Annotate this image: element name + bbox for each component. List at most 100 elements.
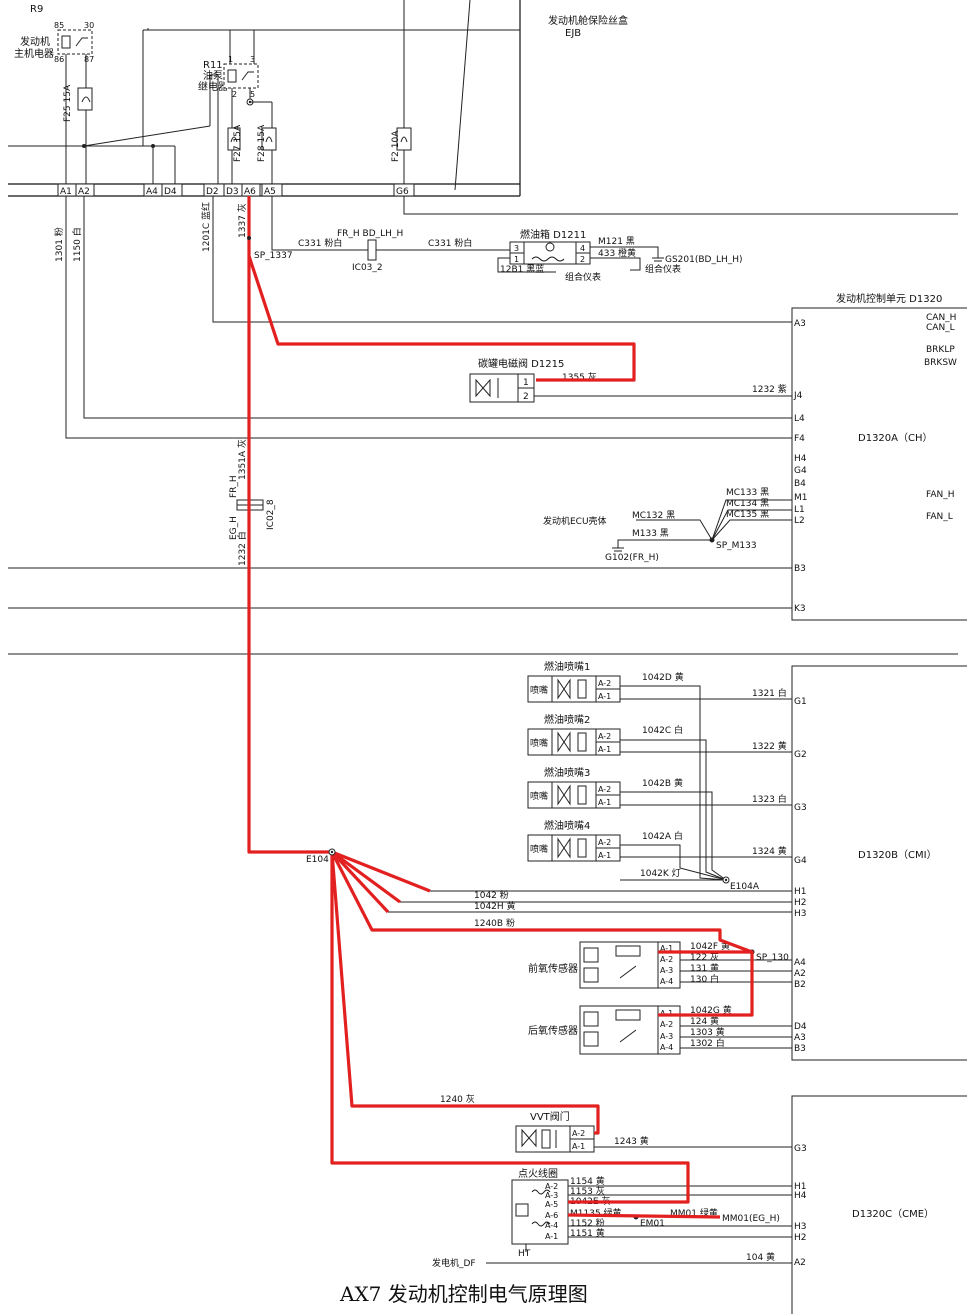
fuel-pump-pin-1: 1 [514,255,519,264]
injector-title: 燃油喷嘴4 [544,819,590,832]
ecu-b-pin-a2: A2 [794,969,806,979]
generator: 发电机_DF 104 黄 [432,1251,792,1269]
fuel-pump-pin-2: 2 [580,255,585,264]
fuse-f2-label: F2 10A [391,130,401,162]
injector-pin-a1: A-1 [598,745,611,754]
ecu-part-c-label: D1320C（CME） [852,1208,934,1220]
relay-r11-name-2: 继电器 [198,80,228,93]
front-o2-pin-3: A-3 [660,966,673,975]
ecu-c-pin-h2: H2 [794,1233,807,1243]
wire-m133-label: M133 黑 [632,528,669,539]
ecu-part-a: 发动机控制单元 D1320 D1320A（CH） CAN_H CAN_L BRK… [8,292,967,655]
ecu-b-pin-h3: H3 [794,909,807,919]
coil-pin-a6: A-6 [545,1211,558,1220]
cluster-label-2: 组合仪表 [565,271,601,283]
relay-r9-pin-87: 87 [84,55,94,64]
fuse-box: 发动机舱保险丝盒 EJB A1 A2 A4 D4 D2 D3 A6 A5 G6 [8,0,628,197]
ecu-b-pin-g2: G2 [794,750,807,760]
injector-pin-a2: A-2 [598,838,611,847]
coil-wire-1154: 1154 黄 [570,1175,605,1187]
ecu-a-pin-l4: L4 [794,414,805,424]
splice-sp130-label: SP_130 [756,953,789,963]
vvt-valve: VVT阀门 A-2 A-1 1243 黄 1240 灰 [440,1093,792,1153]
relay-r11-pin-1: 1 [228,55,233,64]
front-o2-wire-2: 122 灰 [690,951,719,963]
ecu-c-pin-g3: G3 [794,1144,807,1154]
wire-1243-label: 1243 黄 [614,1135,649,1147]
rear-o2-wire-2: 124 黄 [690,1015,719,1027]
fuse-pin-a5: A5 [264,187,276,197]
ecu-a-pin-j4: J4 [793,391,803,401]
ecu-b-pin-a3: A3 [794,1033,806,1043]
cluster-label-1: 组合仪表 [645,263,681,275]
rear-o2-wire-4: 1302 白 [690,1037,725,1049]
relay-r9-pin-85: 85 [54,21,64,30]
wire-1232-purple-label: 1232 紫 [752,384,787,395]
injector-pin-a2: A-2 [598,732,611,741]
coil-pin-a4: A-4 [545,1221,558,1230]
wire-1301-label: 1301 粉 [53,227,65,262]
ground-gs201-label: GS201(BD_LH_H) [665,255,743,265]
relay-r9-name-1: 发动机 [20,35,50,48]
fuel-pump-pin-4: 4 [580,244,585,253]
canister-title: 碳罐电磁阀 D1215 [478,357,564,370]
wire-mc134-label: MC134 黑 [726,498,769,509]
injector-pin-a1: A-1 [598,851,611,860]
ecu-b-pin-h1: H1 [794,887,807,897]
injector-pin-a1: A-1 [598,692,611,701]
connector-ic02-label: IC02_8 [266,499,276,530]
pump-relay-r11: R11 油泵 继电器 1 3 2 5 F27 15A F28 15A [142,28,520,184]
wire-1042k-label: 1042K 灯 [640,868,681,879]
wire-1240b-label: 1240B 粉 [474,917,515,929]
injector-signal-label: 1324 黄 [752,845,787,857]
fuse-pin-d2: D2 [206,187,219,197]
diagram-caption: AX7 发动机控制电气原理图 [339,1282,588,1306]
ecu-part-a-label: D1320A（CH） [858,432,933,444]
coil-pin-a2: A-2 [545,1182,558,1191]
main-feed-labels: 1042 粉 1042H 黄 1240B 粉 E104 [306,855,792,929]
ecu-c-pin-h1: H1 [794,1182,807,1192]
ecu-a-pin-f4: F4 [794,434,805,444]
highlighted-circuit: SP_1337 [247,196,754,1219]
ecu-part-b: D1320B（CMI） G1 G2 G3 G4 H1 H2 H3 A4 A2 B… [791,665,967,1061]
wire-1240-label: 1240 灰 [440,1093,475,1105]
ecu-part-b-label: D1320B（CMI） [858,849,937,861]
front-o2-wire-3: 131 黄 [690,962,719,974]
wire-12b1-label: 12B1 黑蓝 [500,263,544,275]
wire-1337-label: 1337 灰 [236,203,248,238]
relay-r11-pin-5: 5 [250,90,255,99]
ecu-fan-l-label: FAN_L [926,512,953,522]
coil-pin-a3: A-3 [545,1191,558,1200]
rear-o2-wire-1: 1042G 黄 [690,1004,732,1016]
front-o2-wire-4: 130 白 [690,973,719,985]
wire-1042h-label: 1042H 黄 [474,900,516,912]
connector-eg-h-label: EG_H [229,516,239,540]
wire-c331-left-label: C331 粉白 [298,237,342,249]
rear-o2-pin-2: A-2 [660,1020,673,1029]
wire-1201c-label: 1201C 蓝红 [200,202,212,252]
coil-wire-1151: 1151 黄 [570,1227,605,1239]
wire-1150-label: 1150 白 [71,227,83,262]
splice-e104a-label: E104A [730,882,760,892]
splice-e104-label: E104 [306,855,329,865]
coil-ht-label: HT [518,1249,531,1259]
rear-o2-wire-3: 1303 黄 [690,1026,725,1038]
fuse-box-feeds: 1301 粉 1150 白 1201C 蓝红 1337 灰 [53,196,792,439]
ecu-a-pin-h4: H4 [794,454,807,464]
ecu-a-pin-b4: B4 [794,479,806,489]
wire-c331-right-label: C331 粉白 [428,237,472,249]
relay-r11-code: R11 [203,60,223,71]
fuse-pin-a1: A1 [60,187,72,197]
connector-fr-h-label: FR_H [229,475,239,498]
fuse-pin-a6: A6 [244,187,256,197]
fuse-pin-a2: A2 [78,187,90,197]
ground-mm01-label: MM01(EG_H) [722,1214,780,1224]
rear-o2-sensor: 后氧传感器 A-1 A-2 A-3 A-4 1042G 黄 124 黄 1303… [528,1004,792,1055]
connector-ic02: 1351A 灰 FR_H EG_H IC02_8 1232 白 [229,439,276,566]
front-o2-pin-2: A-2 [660,955,673,964]
wire-1232-white-label: 1232 白 [236,531,248,566]
injector-signal-label: 1322 黄 [752,740,787,752]
